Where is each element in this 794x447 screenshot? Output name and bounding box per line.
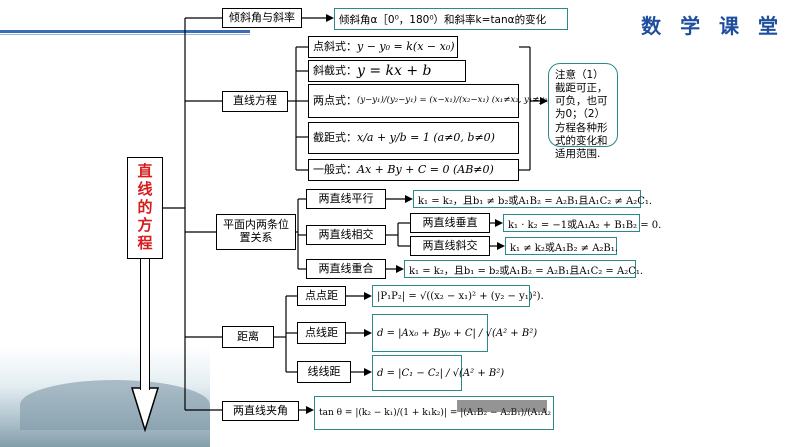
coincide-formula: k₁ = k₂，且b₁ = b₂或A₁B₂ = A₂B₁且A₁C₂ = A₂C₁… xyxy=(404,260,643,278)
line-line-formula: d = |C₁ − C₂| / √(A² + B²) xyxy=(372,355,504,391)
point-line-formula: d = |Ax₀ + By₀ + C| / √(A² + B²) xyxy=(372,314,537,352)
brand-title: 数 学 课 堂 xyxy=(641,14,784,38)
form-formula: x/a + y/b = 1 (a≠0, b≠0) xyxy=(357,130,495,144)
form-formula: y = kx + b xyxy=(357,62,432,79)
angle-formula: tan θ = |(k₂ − k₁)/(1 + k₁k₂)| = |(A₁B₂ … xyxy=(314,396,554,430)
angle-formula-text: tan θ = |(k₂ − k₁)/(1 + k₁k₂)| = |(A₁B₂ … xyxy=(319,408,553,418)
header-rule xyxy=(0,30,250,33)
perpendicular-formula: k₁ · k₂ = −1或A₁A₂ + B₁B₂ = 0. xyxy=(503,214,661,232)
form-formula: (y−y₁)/(y₂−y₁) = (x−x₁)/(x₂−x₁) (x₁≠x₂, … xyxy=(357,95,551,106)
point-line-node: 点线距 xyxy=(297,322,346,344)
perpendicular-node: 两直线垂直 xyxy=(410,213,490,233)
slope-intercept-form: 斜截式： y = kx + b xyxy=(308,60,466,82)
relations-node: 平面内两条位置关系 xyxy=(216,214,296,250)
intersect-node: 两直线相交 xyxy=(306,225,386,245)
form-label: 斜截式： xyxy=(313,63,357,77)
parallel-node: 两直线平行 xyxy=(306,189,386,209)
form-label: 点斜式： xyxy=(313,39,357,53)
point-point-formula: |P₁P₂| = √((x₂ − x₁)² + (y₂ − y₁)²). xyxy=(372,285,544,307)
slope-node: 倾斜角与斜率 xyxy=(222,8,302,28)
form-formula: Ax + By + C = 0 (AB≠0) xyxy=(357,162,494,176)
general-form: 一般式： Ax + By + C = 0 (AB≠0) xyxy=(308,159,519,181)
form-label: 截距式： xyxy=(313,130,357,144)
oblique-node: 两直线斜交 xyxy=(410,236,490,256)
scan-smudge xyxy=(457,400,547,412)
root-node: 直线的方程 xyxy=(127,157,163,259)
form-label: 一般式： xyxy=(313,162,357,176)
form-label: 两点式： xyxy=(313,93,357,107)
distance-node: 距离 xyxy=(222,326,274,348)
hill-decoration xyxy=(20,380,210,430)
equations-note: 注意（1）截距可正，可负，也可为0；（2）方程各种形式的变化和适用范围. xyxy=(548,63,618,160)
root-arrow-shaft xyxy=(140,258,150,390)
slope-detail: 倾斜角α［0⁰，180⁰）和斜率k=tanα的变化 xyxy=(334,8,568,30)
parallel-formula: k₁ = k₂，且b₁ ≠ b₂或A₁B₂ = A₂B₁且A₁C₂ ≠ A₂C₁… xyxy=(413,190,652,208)
equations-node: 直线方程 xyxy=(222,91,288,112)
angle-node: 两直线夹角 xyxy=(222,401,299,421)
point-slope-form: 点斜式： y − y₀ = k(x − x₀) xyxy=(308,36,458,58)
coincide-node: 两直线重合 xyxy=(306,259,386,279)
intercept-form: 截距式： x/a + y/b = 1 (a≠0, b≠0) xyxy=(308,122,519,154)
header-rule-thin xyxy=(0,34,250,35)
oblique-formula: k₁ ≠ k₂或A₁B₂ ≠ A₂B₁. xyxy=(505,237,618,255)
two-point-form: 两点式： (y−y₁)/(y₂−y₁) = (x−x₁)/(x₂−x₁) (x₁… xyxy=(308,84,551,118)
point-point-node: 点点距 xyxy=(297,286,346,306)
line-line-node: 线线距 xyxy=(297,361,351,383)
form-formula: y − y₀ = k(x − x₀) xyxy=(357,39,455,53)
